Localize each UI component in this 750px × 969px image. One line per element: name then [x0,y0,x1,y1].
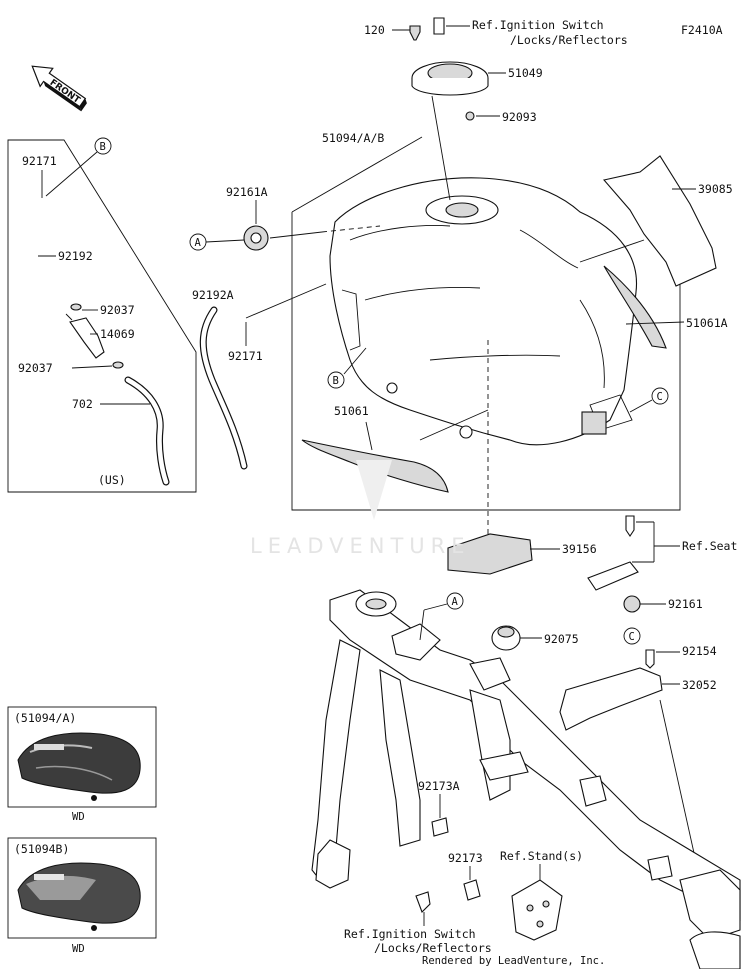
ref-seat: Ref.Seat [682,539,737,553]
decal-39085 [602,155,717,287]
tank-group-border [291,200,681,511]
ref-ignition-top-2: /Locks/Reflectors [510,33,628,47]
label-92173A: 92173A [418,779,460,793]
watermark: LEADVENTURE [250,460,471,558]
label-14069: 14069 [100,327,135,341]
callout-a-frame [446,592,464,610]
filler-cap [411,61,489,96]
watermark-text: LEADVENTURE [250,534,471,558]
ref-ignition-bot-1: Ref.Ignition Switch [344,927,476,941]
variant-b-code: (51094B) [14,842,69,856]
footer-credit: Rendered by LeadVenture, Inc. [422,955,605,967]
variant-a-code: (51094/A) [14,711,76,725]
callout-a-tank-label: A [195,237,202,249]
front-arrow-icon: FRONT [31,65,87,112]
label-92075: 92075 [544,632,579,646]
callout-c-frame [623,627,641,645]
label-702: 702 [72,397,93,411]
label-92037-a: 92037 [100,303,135,317]
bracket-32052 [559,667,663,731]
ref-ignition-top-1: Ref.Ignition Switch [472,18,604,32]
variant-inset-a: (51094/A) WD [7,706,157,823]
label-92171-us: 92171 [22,154,57,168]
pad-39156 [447,533,533,575]
callout-b-tank-label: B [333,375,339,387]
fuel-tank [329,177,638,446]
label-92173: 92173 [448,851,483,865]
label-32052: 32052 [682,678,717,692]
label-92161A: 92161A [226,185,268,199]
label-92037-b: 92037 [18,361,53,375]
label-92154: 92154 [682,644,717,658]
ref-ignition-bot-2: /Locks/Reflectors [374,941,492,955]
callout-b-tank [327,371,345,389]
callout-a-frame-label: A [452,596,459,608]
callout-b-us [94,137,112,155]
us-note: (US) [98,473,126,487]
diagram-code: F2410A [681,23,723,37]
label-51094: 51094/A/B [322,131,384,145]
stand-bracket [511,879,563,941]
callout-c-frame-label: C [629,631,635,643]
decal-51061A [603,265,667,349]
ref-stand: Ref.Stand(s) [500,849,583,863]
callout-b-us-label: B [100,141,106,153]
label-92171-mid: 92171 [228,349,263,363]
variant-b-color: WD [72,943,85,955]
label-51061A: 51061A [686,316,728,330]
label-51049: 51049 [508,66,543,80]
label-120: 120 [364,23,385,37]
us-inset: B 92171 92192 92037 14069 92037 702 (US) [7,137,197,493]
frame [311,589,741,969]
label-92093: 92093 [502,110,537,124]
label-51061: 51061 [334,404,369,418]
label-39085: 39085 [698,182,733,196]
callout-c-tank-label: C [657,391,663,403]
variant-a-color: WD [72,811,85,823]
label-39156: 39156 [562,542,597,556]
label-92192: 92192 [58,249,93,263]
callout-c-tank [651,387,669,405]
label-92192A: 92192A [192,288,234,302]
label-92161: 92161 [668,597,703,611]
variant-inset-b: (51094B) WD [7,837,157,955]
